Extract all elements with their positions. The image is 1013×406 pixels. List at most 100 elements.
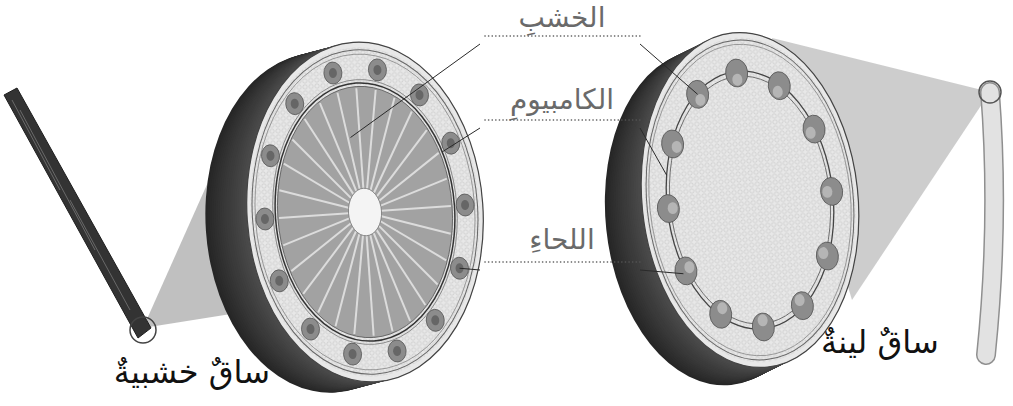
medullary-ray bbox=[370, 234, 392, 333]
phloem-bundle bbox=[426, 309, 445, 332]
stem-side bbox=[233, 35, 492, 391]
woody-twig bbox=[4, 88, 151, 338]
medullary-ray bbox=[381, 211, 450, 238]
part-label: الكامبيومِ bbox=[510, 82, 614, 117]
bundle-core bbox=[306, 324, 315, 335]
zoom-circle bbox=[130, 317, 156, 343]
part-label: الخشبِ bbox=[519, 0, 606, 35]
bundle-core bbox=[671, 140, 682, 153]
cambium-ring bbox=[658, 68, 843, 332]
bundle-core bbox=[695, 93, 706, 106]
medullary-ray bbox=[347, 235, 369, 334]
stem-caption: ساقٌ خشبيةٌ bbox=[114, 352, 270, 392]
cambium-ring bbox=[264, 73, 466, 350]
part-label: اللحاءِ bbox=[529, 222, 594, 257]
bundle-core bbox=[822, 185, 833, 198]
woody-stem-section bbox=[194, 34, 496, 401]
medullary-ray bbox=[372, 130, 431, 196]
bundle-core bbox=[393, 346, 402, 357]
bundle-core bbox=[732, 73, 743, 86]
bundle-core bbox=[818, 247, 829, 260]
stem-side bbox=[235, 34, 494, 390]
leader-line bbox=[442, 128, 480, 152]
phloem-bundle bbox=[450, 257, 469, 280]
cambium-ring bbox=[654, 63, 846, 338]
epidermis bbox=[244, 47, 485, 378]
bundle-core bbox=[266, 150, 275, 161]
vascular-bundle bbox=[819, 176, 844, 206]
phloem-bundle bbox=[455, 193, 474, 216]
phloem-bundle bbox=[269, 269, 288, 292]
medullary-ray bbox=[279, 186, 348, 213]
stem-caption: ساقٌ لينةٌ bbox=[821, 322, 939, 362]
medullary-ray bbox=[279, 213, 348, 218]
bundle-core bbox=[373, 65, 382, 76]
bundle-core bbox=[348, 349, 357, 360]
bundle-core bbox=[757, 314, 768, 327]
bundle-core bbox=[684, 261, 695, 274]
bundle-core bbox=[275, 276, 284, 287]
bundle-core bbox=[261, 214, 270, 225]
bundle-core bbox=[415, 90, 424, 101]
bundle-core bbox=[667, 202, 678, 215]
leader-line bbox=[640, 128, 667, 175]
soft-twig-outline bbox=[986, 92, 994, 355]
bundle-core bbox=[461, 200, 470, 211]
vascular-bundle bbox=[656, 194, 681, 224]
bundle-core bbox=[772, 85, 783, 98]
stem-side bbox=[231, 35, 490, 391]
medullary-ray bbox=[360, 90, 382, 189]
phloem-bundle bbox=[261, 144, 280, 167]
phloem-bundle bbox=[410, 83, 429, 106]
phloem-bundle bbox=[301, 317, 320, 340]
cell-fill bbox=[629, 27, 871, 373]
vascular-bundle bbox=[724, 58, 749, 88]
cambium-ring bbox=[267, 77, 464, 347]
vascular-bundle bbox=[790, 291, 815, 321]
soft-twig bbox=[986, 92, 994, 355]
vascular-bundle bbox=[674, 256, 699, 286]
medullary-ray bbox=[284, 159, 350, 207]
dotted-rule bbox=[485, 119, 640, 121]
medullary-ray bbox=[367, 236, 374, 336]
phloem-bundle bbox=[255, 207, 274, 230]
medullary-ray bbox=[299, 228, 358, 294]
vascular-bundle bbox=[815, 241, 840, 271]
bundle-core bbox=[717, 302, 728, 315]
leader-line bbox=[640, 44, 698, 94]
phloem-bundle bbox=[285, 92, 304, 115]
leader-line bbox=[460, 268, 480, 270]
pith bbox=[347, 187, 383, 237]
cell-fill bbox=[239, 40, 490, 385]
dotted-rule bbox=[485, 35, 640, 37]
phloem-bundle bbox=[368, 58, 387, 81]
phloem-bundle bbox=[387, 339, 406, 362]
epidermis bbox=[634, 34, 866, 366]
zoom-circle bbox=[979, 81, 1001, 103]
medullary-ray bbox=[379, 179, 448, 206]
medullary-ray bbox=[337, 92, 359, 191]
dotted-rule bbox=[485, 261, 640, 263]
vascular-bundle bbox=[660, 129, 685, 159]
vascular-bundle bbox=[767, 71, 792, 101]
epidermis bbox=[241, 42, 488, 382]
phloem-bundle bbox=[343, 342, 362, 365]
vascular-bundle bbox=[802, 114, 827, 144]
bundle-core bbox=[805, 126, 816, 139]
medullary-ray bbox=[381, 217, 447, 265]
bark-line bbox=[12, 100, 130, 310]
section-face bbox=[235, 34, 494, 390]
medullary-ray bbox=[356, 88, 363, 188]
leader-line bbox=[351, 44, 480, 137]
medullary-ray bbox=[381, 206, 450, 211]
vascular-bundle bbox=[708, 299, 733, 329]
epidermis bbox=[631, 30, 870, 371]
bundle-core bbox=[431, 315, 440, 326]
medullary-ray bbox=[282, 218, 351, 245]
leader-line bbox=[640, 270, 683, 274]
vascular-bundle bbox=[751, 312, 776, 342]
phloem-bundle bbox=[323, 61, 342, 84]
bundle-core bbox=[290, 98, 299, 109]
